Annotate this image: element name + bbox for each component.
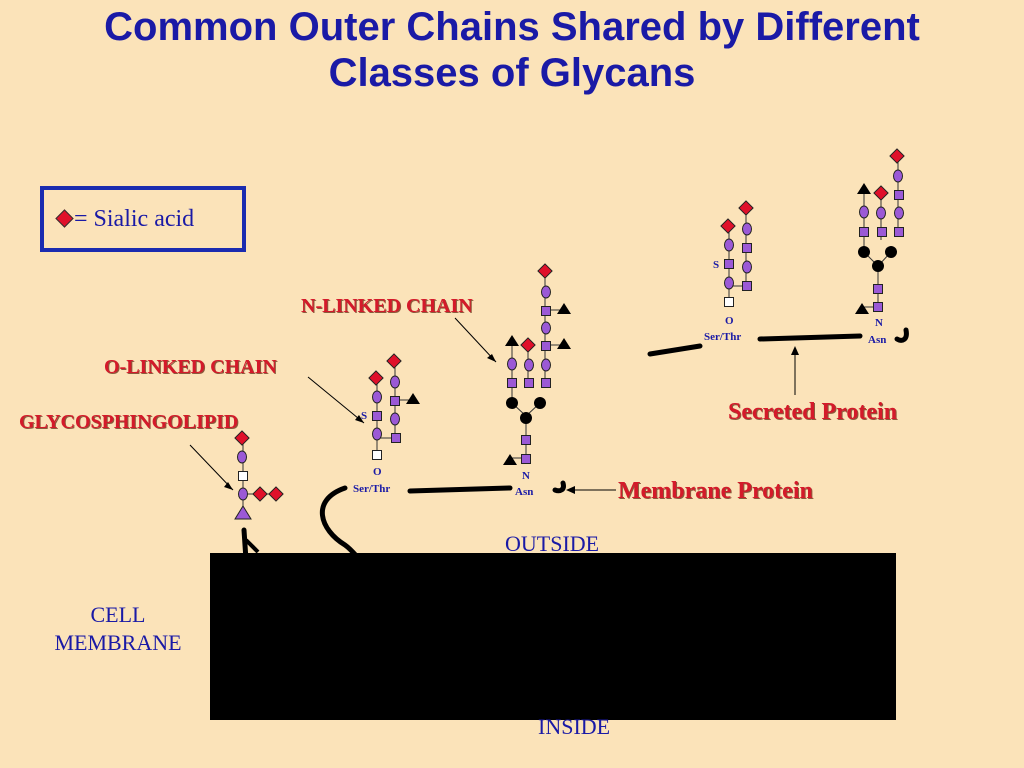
outside-label: OUTSIDE: [505, 531, 600, 556]
secreted-protein-label: Secreted Protein: [728, 399, 898, 425]
cell-membrane-block: [210, 553, 896, 720]
s-label-1: S: [361, 410, 368, 422]
s-label-2: S: [713, 259, 720, 271]
n-linked-chain-label: N-LINKED CHAIN: [301, 295, 473, 317]
ser-thr-label-2: Ser/Thr: [704, 331, 742, 343]
cell-membrane-label-line-1: CELL: [90, 602, 146, 627]
glycosphingolipid-label: GLYCOSPHINGOLIPID: [19, 411, 239, 433]
title-line-1: Common Outer Chains Shared by Different: [104, 5, 920, 49]
protein-backbones: [241, 327, 909, 563]
o-label-2: O: [725, 315, 734, 327]
ser-thr-label-1: Ser/Thr: [353, 483, 391, 495]
membrane-protein-label: Membrane Protein: [618, 478, 813, 504]
legend-text: = Sialic acid: [74, 206, 195, 232]
o-linked-chain-label: O-LINKED CHAIN: [104, 356, 277, 378]
cell-membrane-label: CELL MEMBRANE: [34, 601, 202, 657]
asn-label-2: Asn: [868, 334, 887, 346]
n-label-2: N: [875, 317, 883, 329]
cell-membrane-label-line-2: MEMBRANE: [54, 630, 182, 655]
n-label-1: N: [522, 470, 530, 482]
page-title: Common Outer Chains Shared by Different …: [0, 4, 1024, 96]
n-linked-glycan: [510, 272, 563, 460]
pointer-arrows: [189, 317, 796, 491]
o-label-1: O: [373, 466, 382, 478]
legend-box: = Sialic acid: [40, 186, 246, 252]
lipid-hook: [244, 538, 260, 554]
asn-label-1: Asn: [515, 486, 534, 498]
title-line-2: Classes of Glycans: [328, 51, 696, 95]
inside-label: INSIDE: [538, 714, 611, 739]
